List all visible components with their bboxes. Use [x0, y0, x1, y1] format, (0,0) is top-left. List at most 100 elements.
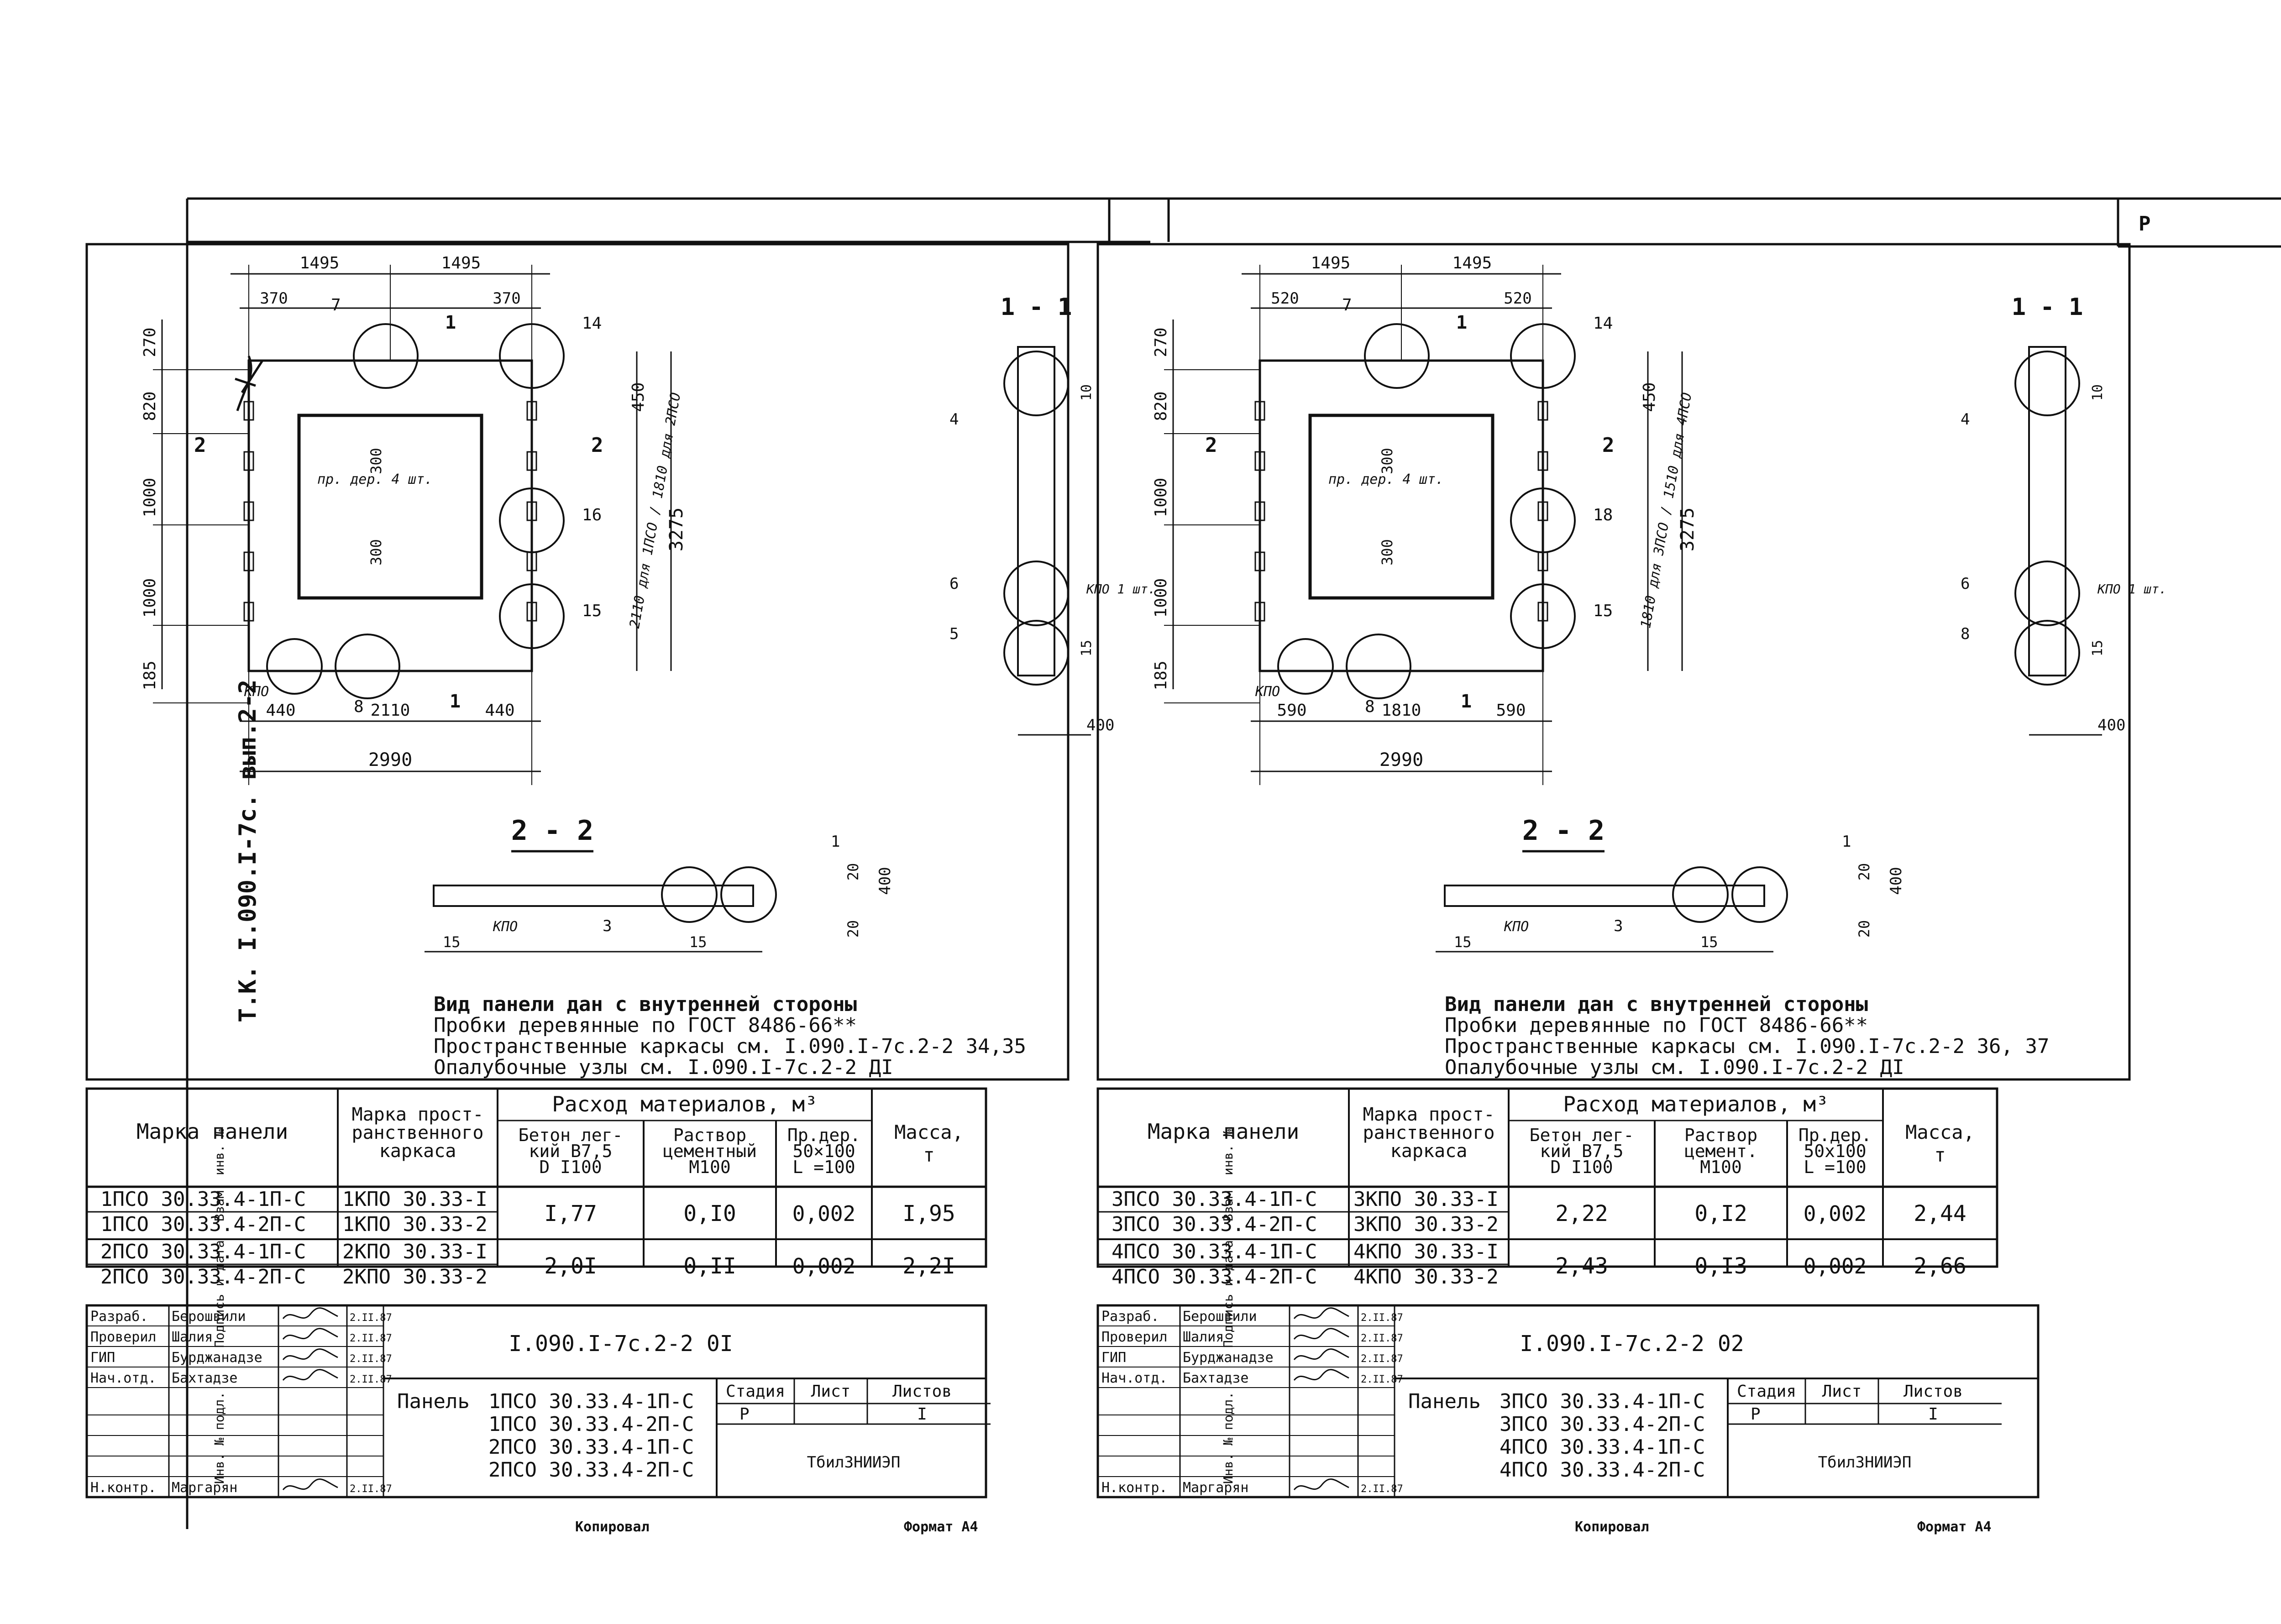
- stamp-panel-mark: 2ПСО 30.33.4-2П-С: [488, 1458, 694, 1482]
- detail-callout: 8: [1961, 625, 1970, 643]
- stamp-date: 2.II.87: [1361, 1312, 1403, 1324]
- detail-circle: [1003, 561, 1069, 626]
- dim-bottom-label: 440: [485, 701, 514, 720]
- header-materials: Расход материалов, м³: [1563, 1092, 1829, 1116]
- signature: [282, 1328, 338, 1340]
- stamp-panel-label: Панель: [1408, 1390, 1481, 1413]
- stamp-stage: Р: [1751, 1405, 1761, 1424]
- stamp-date: 2.II.87: [1361, 1483, 1403, 1495]
- table-cell-mass: 2,66: [1914, 1253, 1966, 1279]
- kpo-label: КПО 1 шт.: [2097, 581, 2167, 597]
- cut-label: 1: [1456, 312, 1467, 333]
- dim-left-label: 1000: [141, 478, 159, 518]
- stamp-role: Разраб.: [1101, 1309, 1159, 1325]
- table-cell-mass: 2,44: [1914, 1201, 1966, 1226]
- section-title: 2 - 2: [511, 815, 594, 847]
- section-dim: 20: [844, 920, 862, 938]
- header-mortar: цементный: [663, 1141, 757, 1161]
- dim-left-label: 820: [1152, 391, 1170, 421]
- dim-right-label: 450: [629, 382, 648, 412]
- detail-circle: [1346, 634, 1411, 699]
- detail-circle: [499, 323, 565, 389]
- dim-left-label: 185: [141, 660, 159, 690]
- table-cell-wood: 0,002: [792, 1201, 855, 1226]
- detail-circle: [661, 866, 718, 923]
- edge-groove: [1254, 602, 1265, 622]
- stamp-role: Разраб.: [90, 1309, 148, 1325]
- detail-callout: 4: [1961, 410, 1970, 429]
- dim-left-label: 820: [141, 391, 159, 421]
- spine-side-label: Инв. № подл.: [212, 1392, 227, 1484]
- header-frame: Марка прост-: [352, 1104, 484, 1125]
- stamp-date: 2.II.87: [1361, 1374, 1403, 1385]
- edge-groove: [243, 501, 254, 521]
- header-wood: L =100: [1804, 1157, 1866, 1177]
- section-dim: 400: [1887, 867, 1905, 895]
- table-cell-frame: 2КПО 30.33-2: [342, 1265, 488, 1289]
- stamp-date: 2.II.87: [1361, 1333, 1403, 1344]
- stamp-role: Проверил: [90, 1329, 157, 1345]
- dim-left-label: 185: [1152, 660, 1170, 690]
- edge-groove: [243, 602, 254, 622]
- table-cell-panel: 3ПСО 30.33.4-1П-С: [1112, 1188, 1317, 1211]
- stamp-panel-label: Панель: [397, 1390, 470, 1413]
- kpo-label: КПО: [1504, 919, 1529, 935]
- note-line: Опалубочные узлы см. I.090.I-7с.2-2 ДI: [1445, 1056, 1904, 1079]
- header-mass: т: [923, 1144, 934, 1166]
- stamp-stage: Р: [739, 1405, 750, 1424]
- detail-callout: 15: [1593, 602, 1613, 620]
- dim-top-label: 1495: [300, 254, 340, 272]
- table-cell-wood: 0,002: [792, 1254, 855, 1278]
- footer: Копировал Формат А4 Копировал Формат А4: [575, 1519, 1992, 1535]
- header-wood: Пр.дер.: [1799, 1125, 1872, 1145]
- notes: Вид панели дан с внутренней стороныПробк…: [1445, 993, 2050, 1079]
- table-cell-panel: 4ПСО 30.33.4-2П-С: [1112, 1265, 1317, 1289]
- section-dim: 15: [689, 933, 707, 951]
- inner-dim: 300: [367, 448, 385, 474]
- stamp-frame: [85, 1304, 987, 1498]
- dim-left-label: 270: [1152, 327, 1170, 357]
- header-frame: ранственного: [352, 1122, 484, 1143]
- dim-sub-label: 370: [493, 289, 520, 308]
- edge-groove: [1254, 551, 1265, 571]
- signature: [1293, 1328, 1349, 1340]
- stamp-date: 2.II.87: [350, 1312, 392, 1324]
- header-mass: т: [1934, 1144, 1945, 1166]
- edge-groove: [1537, 451, 1548, 471]
- stamp-panel-mark: 3ПСО 30.33.4-2П-С: [1500, 1413, 1705, 1436]
- stamp-frame: [1096, 1304, 2040, 1498]
- dim-bottom-label: 590: [1496, 701, 1526, 720]
- signature: [282, 1348, 338, 1361]
- edge-groove: [1254, 451, 1265, 471]
- detail-callout: 14: [582, 314, 602, 333]
- footer-copied-right: Копировал: [1575, 1519, 1649, 1535]
- dim-sub-label: 520: [1504, 289, 1531, 308]
- stamp-name: Шалия: [172, 1329, 213, 1345]
- stamp-name: Бахтадзе: [1183, 1370, 1249, 1386]
- section-body: [1017, 346, 1055, 676]
- header-mortar: Раствор: [673, 1125, 746, 1145]
- section-dim: 20: [1856, 863, 1873, 881]
- signature: [282, 1478, 338, 1491]
- table-cell-mortar: 0,I2: [1694, 1201, 1747, 1226]
- section-dim: 400: [2097, 716, 2125, 734]
- section-dim: 15: [443, 933, 461, 951]
- table-cell-frame: 3КПО 30.33-I: [1353, 1188, 1499, 1211]
- header-frame: каркаса: [379, 1141, 456, 1162]
- edge-groove: [243, 451, 254, 471]
- stamp-panel-mark: 4ПСО 30.33.4-2П-С: [1500, 1458, 1705, 1482]
- detail-circle: [335, 634, 400, 699]
- detail-callout: 4: [949, 410, 959, 429]
- table-cell-frame: 4КПО 30.33-I: [1353, 1240, 1499, 1263]
- dim-top-label: 1495: [441, 254, 481, 272]
- detail-callout: 16: [582, 506, 602, 524]
- header-panel: Марка панели: [1148, 1119, 1299, 1144]
- section-dim: 10: [1079, 384, 1095, 401]
- table-cell-wood: 0,002: [1804, 1201, 1867, 1226]
